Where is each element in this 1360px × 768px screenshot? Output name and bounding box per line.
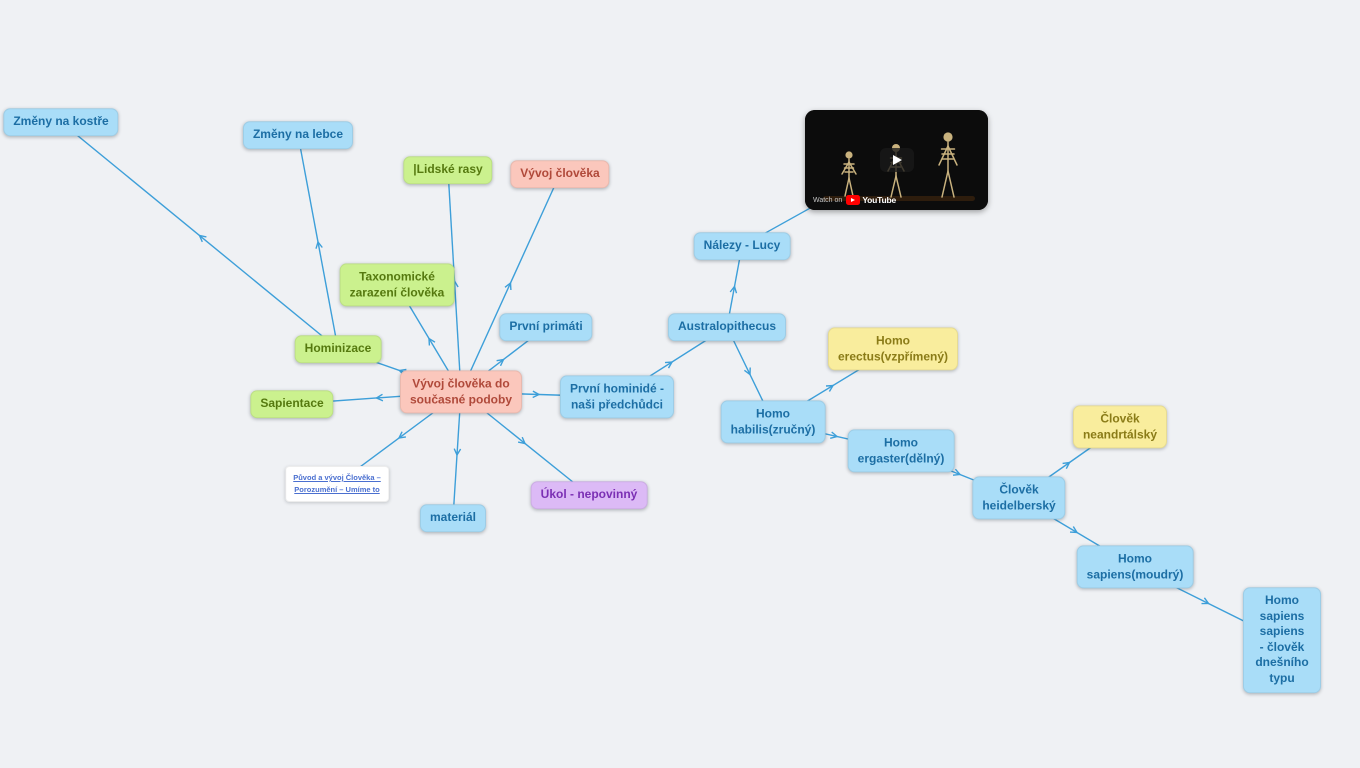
node-australopithecus[interactable]: Australopithecus	[667, 313, 787, 341]
video-footer: Watch on YouTube	[813, 195, 896, 205]
node-puvod-link[interactable]: Původ a vývoj Člověka – Porozumění – Umí…	[285, 466, 389, 502]
youtube-play-badge-icon	[846, 195, 861, 205]
node-ukol[interactable]: Úkol - nepovinný	[530, 481, 648, 509]
node-homo-sapiens-sapiens[interactable]: Homo sapiens sapiens - člověk dnešního t…	[1243, 587, 1321, 693]
node-material[interactable]: materiál	[419, 504, 487, 532]
node-center[interactable]: Vývoj člověka do současné podoby	[399, 370, 523, 414]
play-button-icon[interactable]	[879, 148, 914, 172]
node-hominizace[interactable]: Hominizace	[294, 335, 382, 363]
node-taxonomicke[interactable]: Taxonomické zarazení člověka	[339, 263, 455, 307]
node-sapientace[interactable]: Sapientace	[250, 390, 334, 418]
edge-hominizace--zmeny-na-kostre	[60, 121, 339, 350]
node-clovek-neandrtalsky[interactable]: Člověk neandrtálský	[1072, 405, 1168, 449]
edge-hominizace--zmeny-na-lebce	[297, 134, 339, 350]
node-homo-sapiens[interactable]: Homo sapiens(moudrý)	[1076, 545, 1194, 589]
node-prvni-primati[interactable]: První primáti	[499, 313, 593, 341]
youtube-logo-icon[interactable]: YouTube	[846, 195, 896, 205]
youtube-play-triangle-icon	[851, 198, 856, 202]
youtube-wordmark: YouTube	[862, 195, 897, 205]
node-nalezy-lucy[interactable]: Nálezy - Lucy	[693, 232, 791, 260]
node-zmeny-na-kostre[interactable]: Změny na kostře	[3, 108, 119, 136]
node-prvni-hominide[interactable]: První hominidé - naši předchůdci	[559, 375, 675, 419]
play-triangle-icon	[893, 155, 902, 165]
youtube-video-embed[interactable]: Watch on YouTube	[805, 110, 988, 210]
node-homo-ergaster[interactable]: Homo ergaster(dělný)	[847, 429, 955, 473]
node-homo-erectus[interactable]: Homo erectus(vzpřímený)	[827, 327, 959, 371]
watch-on-label: Watch on	[813, 196, 843, 204]
node-homo-habilis[interactable]: Homo habilis(zručný)	[720, 400, 826, 444]
node-clovek-heidelbersky[interactable]: Člověk heidelberský	[972, 476, 1066, 520]
edge-center--vyvoj-cloveka	[460, 173, 561, 393]
node-zmeny-na-lebce[interactable]: Změny na lebce	[242, 121, 354, 149]
node-lidske-rasy[interactable]: |Lidské rasy	[403, 156, 493, 184]
node-vyvoj-cloveka[interactable]: Vývoj člověka	[510, 160, 610, 188]
